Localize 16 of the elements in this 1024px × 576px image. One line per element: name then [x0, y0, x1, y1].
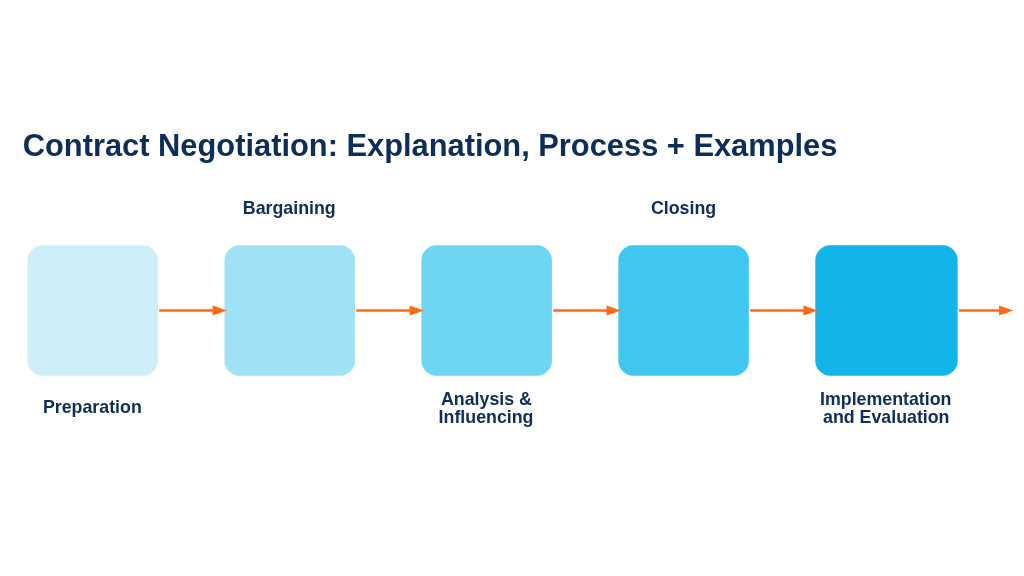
arrow [159, 304, 227, 315]
node-label: Preparation [42, 396, 142, 417]
node-box [224, 244, 355, 376]
node-label: Bargaining [242, 197, 336, 218]
node-label: Implementation and Evaluation [820, 388, 952, 427]
arrow [750, 304, 818, 315]
node-box [815, 244, 958, 376]
diagram-title: Contract Negotiation: Explanation, Process + Examples [22, 127, 838, 163]
arrow [356, 304, 424, 315]
arrow [553, 304, 621, 315]
node-label: Analysis & Influencing [438, 388, 534, 427]
arrow [958, 304, 1014, 315]
node-label: Closing [650, 197, 717, 218]
node-box [618, 244, 749, 376]
node-box [421, 244, 552, 376]
node-box [27, 244, 159, 376]
